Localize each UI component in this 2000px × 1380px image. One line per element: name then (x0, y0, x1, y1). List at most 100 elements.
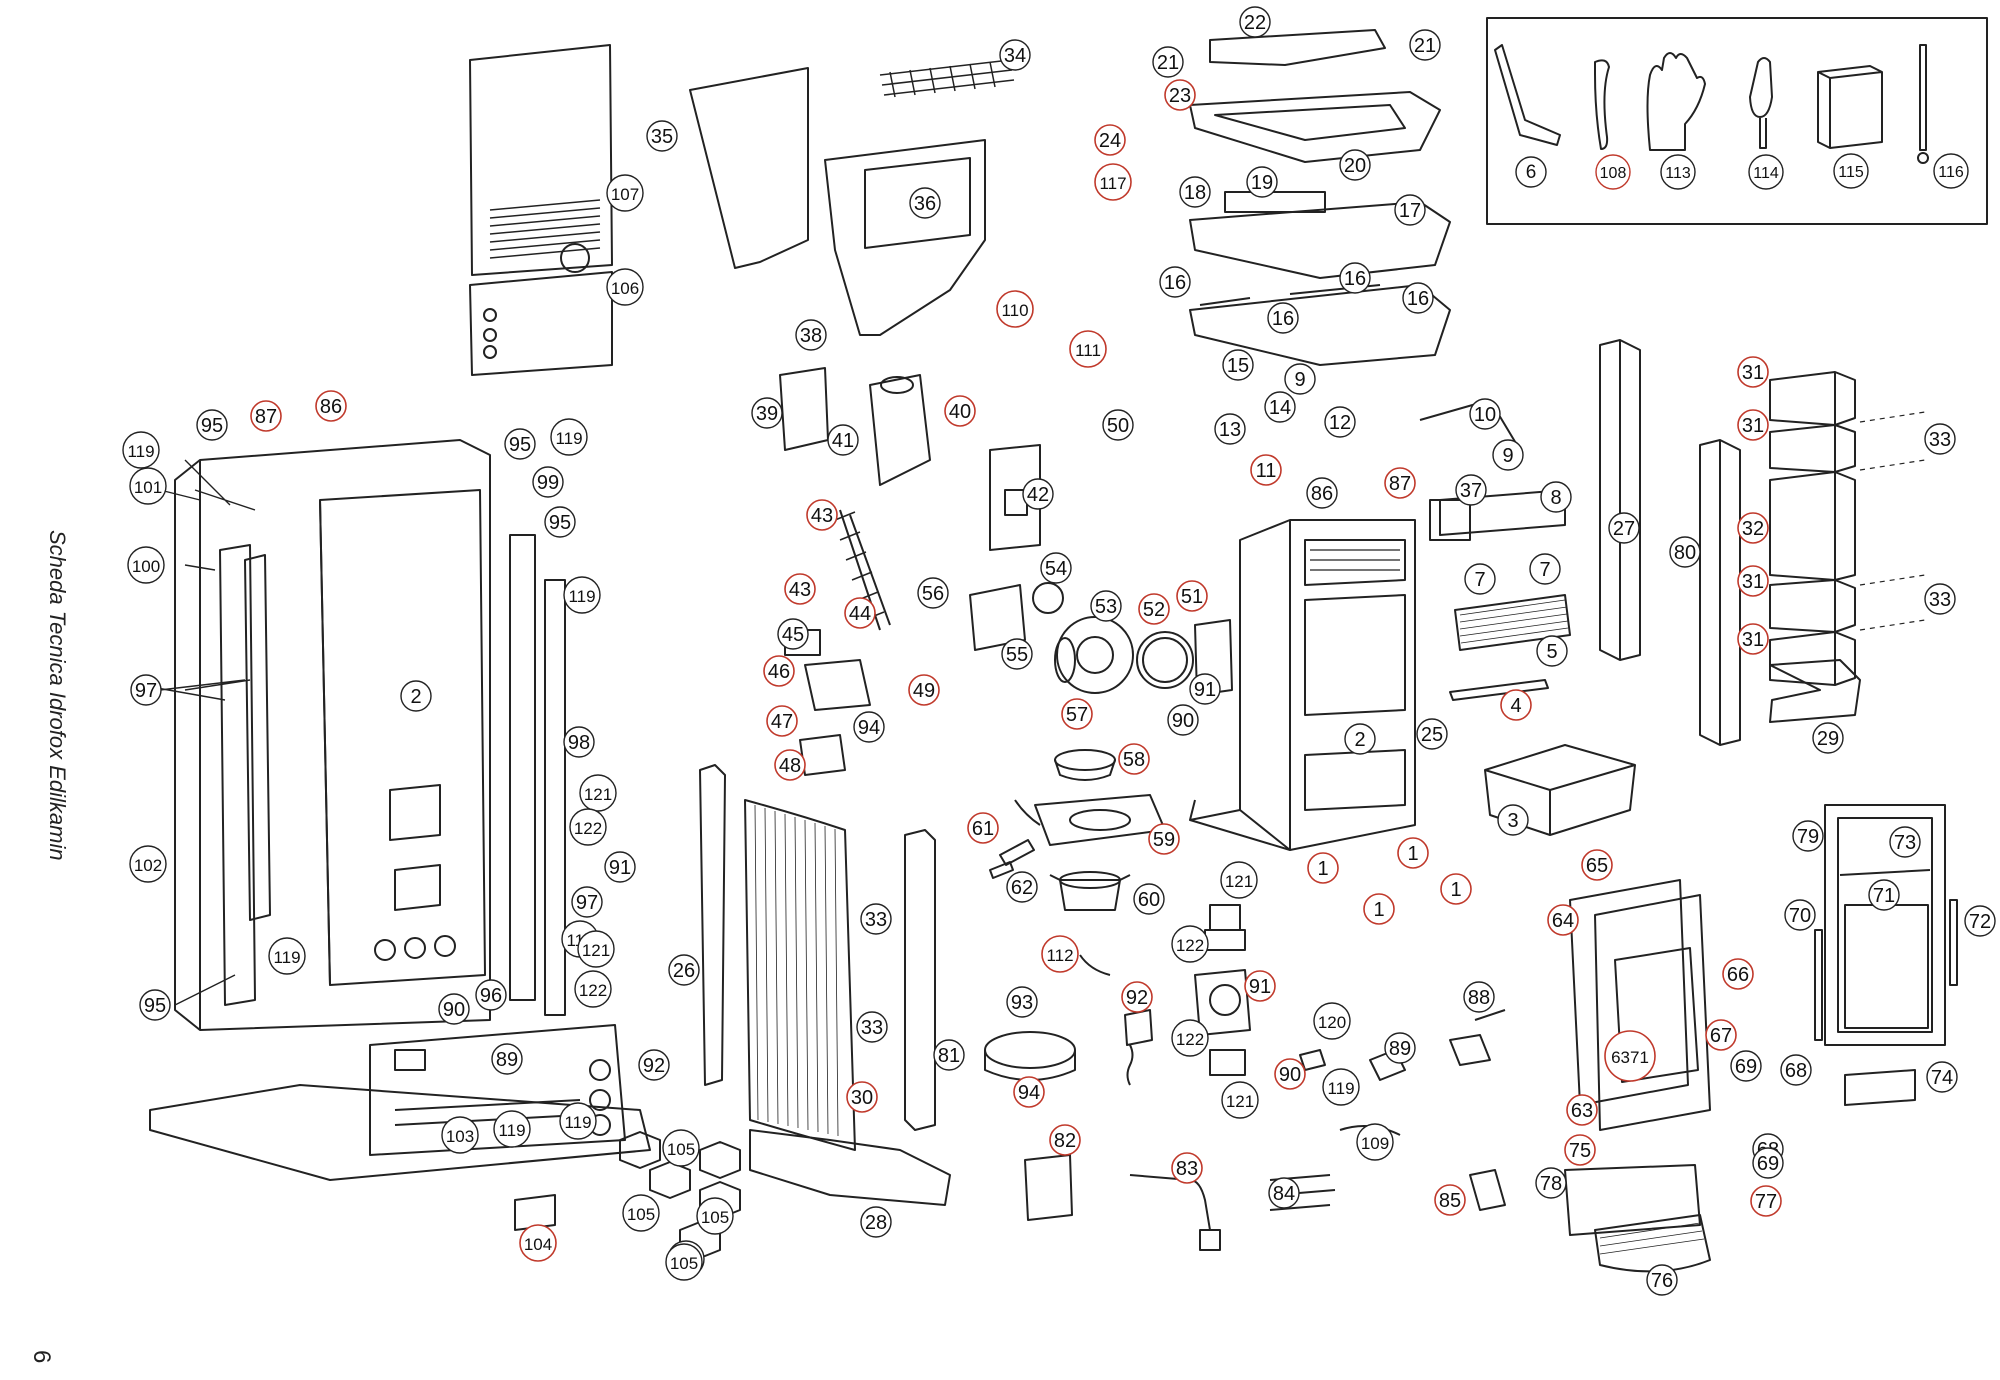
callout-circle (475, 979, 507, 1011)
callout-circle (1022, 478, 1054, 510)
callout-circle (1267, 302, 1299, 334)
callout-1: 1 (1307, 852, 1339, 884)
callout-circle (1440, 873, 1472, 905)
door-63 (1594, 894, 1711, 1131)
callout-label: 53 (1095, 596, 1117, 618)
callout-74: 74 (1926, 1061, 1958, 1093)
callout-circle (638, 1049, 670, 1081)
callout-circle (559, 1102, 597, 1140)
callout-label: 86 (1311, 483, 1333, 505)
callout-circle (1356, 1123, 1394, 1161)
accessory-callout-108: 108 (1595, 154, 1631, 190)
callout-105: 105 (662, 1129, 700, 1167)
callout-circle (532, 466, 564, 498)
callout-label: 82 (1054, 1130, 1076, 1152)
callout-circle (1737, 409, 1769, 441)
callout-circle (400, 680, 432, 712)
callout-label: 37 (1460, 480, 1482, 502)
callout-label: 51 (1181, 586, 1203, 608)
accessory-callout-113: 113 (1660, 154, 1696, 190)
callout-label: 71 (1873, 885, 1895, 907)
callout-circle (1363, 893, 1395, 925)
callout-circle (1284, 363, 1316, 395)
callout-circle (1306, 477, 1338, 509)
callout-64: 64 (1547, 904, 1579, 936)
door-frame-79 (1824, 804, 1946, 1046)
callout-circle (844, 597, 876, 629)
callout-92: 92 (638, 1049, 670, 1081)
callout-42: 42 (1022, 478, 1054, 510)
callout-90: 90 (1167, 704, 1199, 736)
callout-72: 72 (1964, 905, 1996, 937)
accessory-label: 116 (1938, 164, 1964, 181)
callout-65: 65 (1581, 849, 1613, 881)
callout-9: 9 (1284, 363, 1316, 395)
accessory-label: 108 (1600, 165, 1627, 182)
callout-121: 121 (577, 930, 615, 968)
accessory-label: 6 (1526, 162, 1537, 183)
callout-circle (1121, 981, 1153, 1013)
callout-circle (1889, 826, 1921, 858)
callout-14: 14 (1264, 391, 1296, 423)
callout-68: 68 (1780, 1054, 1812, 1086)
callout-label: 31 (1742, 415, 1764, 437)
strip-72 (1949, 899, 1958, 986)
callout-label: 72 (1969, 911, 1991, 933)
callout-circle (574, 970, 612, 1008)
callout-16: 16 (1159, 266, 1191, 298)
callout-circle (1536, 635, 1568, 667)
callout-16: 16 (1339, 262, 1371, 294)
callout-15: 15 (1222, 349, 1254, 381)
callout-22: 22 (1239, 6, 1271, 38)
callout-33: 33 (1924, 583, 1956, 615)
callout-87: 87 (250, 400, 282, 432)
callout-circle (1250, 454, 1282, 486)
callout-label: 112 (1046, 946, 1073, 965)
callout-2: 2 (400, 680, 432, 712)
plinth-28 (749, 1129, 951, 1206)
callout-57: 57 (1061, 698, 1093, 730)
callout-label: 89 (1389, 1038, 1411, 1060)
part-104 (514, 1194, 556, 1231)
callout-circle (1013, 1076, 1045, 1108)
accessory-callout-115: 115 (1833, 153, 1869, 189)
callout-circle (1274, 1058, 1306, 1090)
callout-label: 48 (779, 755, 801, 777)
pot-60 (1059, 879, 1121, 911)
callout-circle (129, 467, 167, 505)
callout-75: 75 (1564, 1134, 1596, 1166)
callout-54: 54 (1040, 552, 1072, 584)
callout-circle (751, 397, 783, 429)
callout-label: 97 (576, 892, 598, 914)
tile-31c (1769, 579, 1856, 633)
callout-circle (1090, 590, 1122, 622)
accessory-brush-116 (1917, 44, 1929, 164)
callout-circle (1455, 474, 1487, 506)
callout-circle (130, 674, 162, 706)
callout-circle (571, 886, 603, 918)
callout-circle (1964, 905, 1996, 937)
callout-86: 86 (1306, 477, 1338, 509)
tile-32 (1769, 471, 1856, 581)
callout-circle (1737, 565, 1769, 597)
callout-circle (438, 993, 470, 1025)
callout-81: 81 (933, 1039, 965, 1071)
callout-7: 7 (1464, 563, 1496, 595)
callout-circle (1397, 837, 1429, 869)
ring-54 (1032, 582, 1064, 614)
callout-label: 96 (480, 985, 502, 1007)
callout-label: 105 (627, 1205, 655, 1224)
callout-18: 18 (1179, 176, 1211, 208)
callout-70: 70 (1784, 899, 1816, 931)
callout-97: 97 (130, 674, 162, 706)
callout-label: 27 (1613, 518, 1635, 540)
callout-label: 99 (537, 472, 559, 494)
callout-circle (129, 845, 167, 883)
callout-label: 117 (1099, 174, 1126, 193)
callout-label: 81 (938, 1045, 960, 1067)
callout-label: 106 (611, 279, 639, 298)
callout-label: 2 (1354, 729, 1365, 751)
callout-circle (917, 577, 949, 609)
callout-label: 9 (1502, 445, 1513, 467)
callout-circle (909, 187, 941, 219)
